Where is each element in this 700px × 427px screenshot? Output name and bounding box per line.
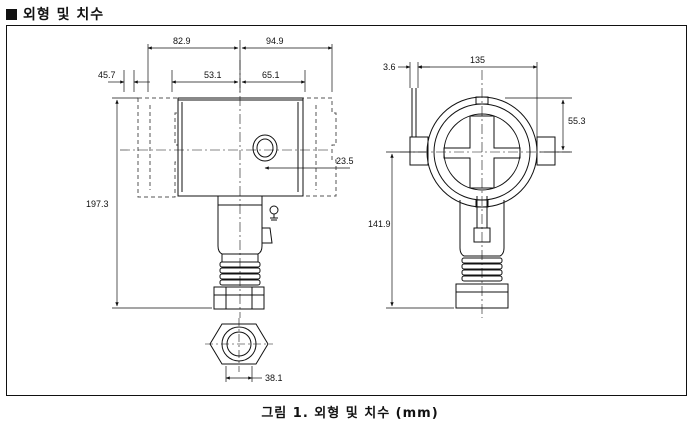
- dim-23-5: 23.5: [336, 156, 354, 166]
- dim-45-7: 45.7: [98, 70, 116, 80]
- dim-94-9: 94.9: [266, 36, 284, 46]
- dim-53-1: 53.1: [204, 70, 222, 80]
- dim-38-1: 38.1: [265, 373, 283, 383]
- dim-135: 135: [470, 55, 485, 65]
- section-heading: 외형 및 치수: [6, 4, 104, 24]
- dim-55-3: 55.3: [568, 116, 586, 126]
- section-heading-text: 외형 및 치수: [23, 7, 105, 23]
- dim-3-6: 3.6: [383, 62, 396, 72]
- front-view: [400, 70, 570, 318]
- fitting-bottom-view: [205, 318, 273, 372]
- dimension-lines: [108, 40, 572, 382]
- side-view: [120, 60, 337, 318]
- dim-82-9: 82.9: [173, 36, 191, 46]
- dim-65-1: 65.1: [262, 70, 280, 80]
- dim-197-3: 197.3: [86, 199, 109, 209]
- square-bullet-icon: [6, 8, 17, 20]
- figure-frame: [6, 25, 687, 396]
- dim-141-9: 141.9: [368, 219, 391, 229]
- figure-caption: 그림 1. 외형 및 치수 (mm): [261, 406, 439, 421]
